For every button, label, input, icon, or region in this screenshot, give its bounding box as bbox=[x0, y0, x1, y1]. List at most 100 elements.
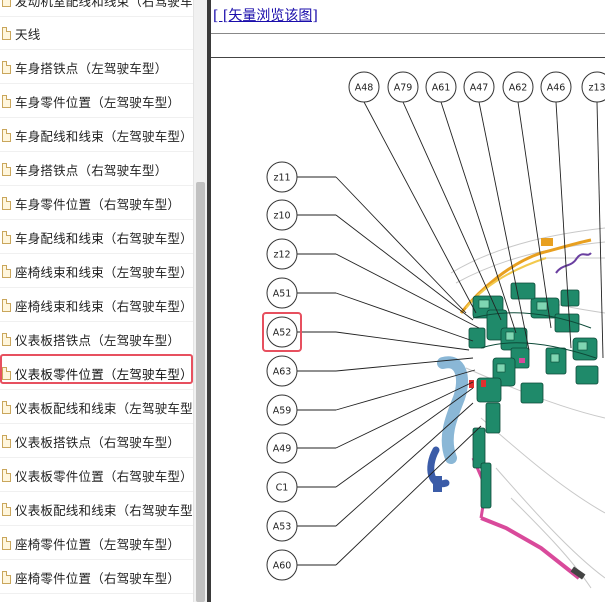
callout-circle bbox=[581, 71, 605, 103]
tree-item-label: 仪表板配线和线束（左驾驶车型 bbox=[15, 400, 193, 416]
document-tree: 发动机室配线和线束（右驾驶车 天线车身搭铁点（左驾驶车型） 车身零件位置（左驾驶车… bbox=[0, 0, 193, 602]
callout-label: A46 bbox=[547, 83, 566, 94]
callout-circle bbox=[463, 71, 495, 103]
callout-circle bbox=[266, 199, 298, 231]
leader-line bbox=[335, 369, 476, 411]
tree-item-label: 仪表板搭铁点（右驾驶车型） bbox=[15, 434, 181, 450]
document-icon bbox=[2, 60, 11, 74]
callout-circle bbox=[266, 316, 298, 348]
callout-circle bbox=[348, 71, 380, 103]
tree-scrollbar[interactable] bbox=[193, 0, 207, 602]
document-icon bbox=[2, 468, 11, 482]
tree-item[interactable]: 车身搭铁点（右驾驶车型） bbox=[0, 153, 193, 186]
document-icon bbox=[2, 366, 11, 380]
document-icon bbox=[2, 502, 11, 516]
leader-line bbox=[335, 253, 480, 329]
document-icon bbox=[2, 0, 11, 7]
document-icon bbox=[2, 536, 11, 550]
callout-label: z10 bbox=[273, 211, 290, 222]
leader-line bbox=[335, 214, 474, 321]
leader-line bbox=[596, 101, 604, 359]
tree-item[interactable]: 车身配线和线束（左驾驶车型） bbox=[0, 119, 193, 152]
tree-item[interactable]: 仪表板搭铁点（右驾驶车型） bbox=[0, 425, 193, 458]
leader-line bbox=[402, 101, 502, 321]
callout-label: C1 bbox=[276, 483, 289, 494]
tree-item-label: 仪表板零件位置（左驾驶车型） bbox=[15, 366, 193, 382]
document-icon bbox=[2, 26, 11, 40]
tree-item-partial[interactable]: 发动机室配线和线束（右驾驶车 bbox=[0, 0, 193, 17]
tree-item-label: 车身零件位置（左驾驶车型） bbox=[15, 94, 181, 110]
callout-circle bbox=[425, 71, 457, 103]
document-icon bbox=[2, 230, 11, 244]
tree-item-label: 车身零件位置（右驾驶车型） bbox=[15, 196, 181, 212]
callout-circle bbox=[266, 510, 298, 542]
callout-circle bbox=[266, 355, 298, 387]
tree-item-label: 座椅零件位置（左驾驶车型） bbox=[15, 536, 181, 552]
callout-circle bbox=[502, 71, 534, 103]
leader-line bbox=[555, 101, 572, 349]
callout-label: A60 bbox=[273, 561, 292, 572]
callout-circle bbox=[266, 161, 298, 193]
document-icon bbox=[2, 332, 11, 346]
leader-line bbox=[335, 402, 474, 527]
tree-item[interactable]: 仪表板零件位置（左驾驶车型） bbox=[0, 357, 193, 390]
callout-label: z12 bbox=[273, 250, 290, 261]
leader-line bbox=[363, 101, 477, 314]
callout-label: A59 bbox=[273, 406, 292, 417]
tree-item[interactable]: 仪表板搭铁点（左驾驶车型） bbox=[0, 323, 193, 356]
tree-item-label: 仪表板零件位置（右驾驶车型） bbox=[15, 468, 193, 484]
callout-label: A48 bbox=[355, 83, 374, 94]
scrollbar-thumb[interactable] bbox=[196, 182, 205, 602]
tree-item[interactable]: 车身零件位置（右驾驶车型） bbox=[0, 187, 193, 220]
leader-line bbox=[478, 101, 530, 351]
document-icon bbox=[2, 298, 11, 312]
panel-splitter[interactable] bbox=[207, 0, 211, 602]
callout-circle bbox=[387, 71, 419, 103]
tree-item[interactable]: 座椅零件位置（右驾驶车型） bbox=[0, 561, 193, 594]
leader-line bbox=[335, 292, 474, 342]
divider bbox=[211, 33, 605, 34]
tree-item[interactable]: 座椅零件位置（左驾驶车型） bbox=[0, 527, 193, 560]
document-icon bbox=[2, 94, 11, 108]
callout-circle bbox=[540, 71, 572, 103]
callout-label: A49 bbox=[273, 444, 292, 455]
callout-label: A52 bbox=[273, 328, 292, 339]
tree-item[interactable]: 车身搭铁点（左驾驶车型） bbox=[0, 51, 193, 84]
tree-item[interactable]: 座椅线束和线束（左驾驶车型） bbox=[0, 255, 193, 288]
leader-line bbox=[335, 381, 474, 449]
callout-circle bbox=[266, 549, 298, 581]
tree-item-label: 仪表板配线和线束（右驾驶车型 bbox=[15, 502, 193, 518]
leader-line bbox=[335, 387, 474, 488]
callout-label: A62 bbox=[509, 83, 528, 94]
tree-item[interactable]: 天线 bbox=[0, 17, 193, 50]
callout-label: A53 bbox=[273, 522, 292, 533]
vector-view-link[interactable]: [ [矢量浏览该图] bbox=[213, 8, 318, 24]
tree-item[interactable]: 车身配线和线束（右驾驶车型） bbox=[0, 221, 193, 254]
document-icon bbox=[2, 162, 11, 176]
tree-item[interactable]: 座椅线束和线束（右驾驶车型） bbox=[0, 289, 193, 322]
tree-item-label: 车身搭铁点（右驾驶车型） bbox=[15, 162, 168, 178]
tree-item[interactable]: 车身零件位置（左驾驶车型） bbox=[0, 85, 193, 118]
leader-line bbox=[335, 331, 470, 351]
body-outline bbox=[450, 227, 605, 589]
wiring-harness-illustration bbox=[427, 238, 599, 580]
tree-item[interactable]: 仪表板配线和线束（右驾驶车型 bbox=[0, 493, 193, 526]
tree-item[interactable]: 仪表板零件位置（右驾驶车型） bbox=[0, 459, 193, 492]
tree-item-label: 座椅线束和线束（右驾驶车型） bbox=[15, 298, 193, 314]
tree-item[interactable]: 仪表板配线和线束（左驾驶车型 bbox=[0, 391, 193, 424]
callout-circle bbox=[266, 471, 298, 503]
tree-item-label: 车身配线和线束（左驾驶车型） bbox=[15, 128, 193, 144]
leader-lines bbox=[297, 101, 604, 566]
document-icon bbox=[2, 264, 11, 278]
callout-circle bbox=[266, 432, 298, 464]
callout-circle bbox=[266, 238, 298, 270]
tree-item-label: 发动机室配线和线束（右驾驶车 bbox=[15, 0, 193, 9]
document-icon bbox=[2, 434, 11, 448]
callout-label: A51 bbox=[273, 289, 292, 300]
document-icon bbox=[2, 570, 11, 584]
callout-label: z11 bbox=[273, 173, 290, 184]
document-icon bbox=[2, 196, 11, 210]
callout-circle bbox=[266, 277, 298, 309]
tree-item-label: 车身配线和线束（右驾驶车型） bbox=[15, 230, 193, 246]
